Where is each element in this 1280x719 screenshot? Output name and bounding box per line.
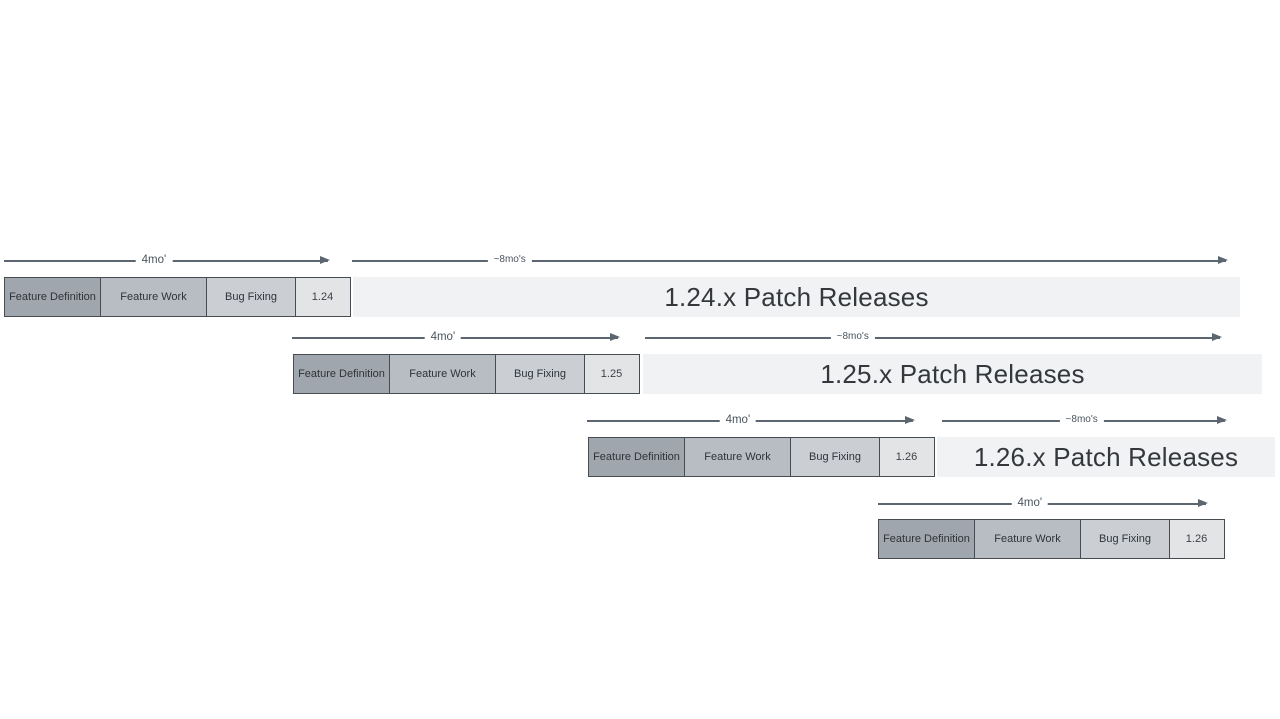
version-box: 1.26	[878, 437, 935, 477]
phase-label: Feature Work	[994, 532, 1061, 545]
phase-box-feature-definition: Feature Definition	[293, 354, 390, 394]
version-box: 1.26	[1168, 519, 1225, 559]
version-box: 1.25	[583, 354, 640, 394]
version-label: 1.25	[600, 367, 623, 380]
arrow-right-icon	[610, 333, 620, 341]
release-row-phases: Feature Definition Feature Work Bug Fixi…	[588, 437, 935, 477]
patch-duration-label: ~8mo's	[830, 331, 875, 342]
arrow-right-icon	[905, 416, 915, 424]
dev-cycle-arrow: 4mo'	[292, 329, 620, 347]
phase-box-feature-work: Feature Work	[683, 437, 792, 477]
version-label: 1.24	[311, 290, 334, 303]
dev-cycle-arrow: 4mo'	[587, 412, 915, 430]
phase-label: Feature Work	[120, 290, 187, 303]
phase-box-feature-definition: Feature Definition	[588, 437, 685, 477]
phase-label: Bug Fixing	[225, 290, 277, 303]
patch-releases-label: 1.25.x Patch Releases	[820, 358, 1085, 389]
phase-label: Bug Fixing	[809, 450, 861, 463]
release-row-phases: Feature Definition Feature Work Bug Fixi…	[4, 277, 351, 317]
patch-duration-label: ~8mo's	[487, 254, 532, 265]
phase-box-feature-work: Feature Work	[973, 519, 1082, 559]
phase-box-bug-fixing: Bug Fixing	[495, 354, 585, 394]
phase-box-bug-fixing: Bug Fixing	[206, 277, 296, 317]
arrow-right-icon	[320, 256, 330, 264]
patch-cycle-arrow: ~8mo's	[645, 329, 1222, 347]
arrow-right-icon	[1217, 416, 1227, 424]
arrow-right-icon	[1212, 333, 1222, 341]
patch-releases-bar: 1.26.x Patch Releases	[937, 437, 1275, 477]
phase-box-feature-definition: Feature Definition	[4, 277, 101, 317]
patch-cycle-arrow: ~8mo's	[942, 412, 1227, 430]
patch-releases-bar: 1.25.x Patch Releases	[643, 354, 1262, 394]
version-box: 1.24	[294, 277, 351, 317]
phase-label: Feature Work	[704, 450, 771, 463]
version-label: 1.26	[895, 450, 918, 463]
arrow-right-icon	[1198, 499, 1208, 507]
version-label: 1.26	[1185, 532, 1208, 545]
release-row-phases: Feature Definition Feature Work Bug Fixi…	[293, 354, 640, 394]
patch-cycle-arrow: ~8mo's	[352, 252, 1228, 270]
dev-duration-label: 4mo'	[719, 414, 757, 426]
phase-label: Feature Definition	[883, 532, 970, 545]
phase-label: Feature Work	[409, 367, 476, 380]
dev-duration-label: 4mo'	[1011, 497, 1049, 509]
arrow-line	[352, 260, 1226, 262]
phase-label: Bug Fixing	[1099, 532, 1151, 545]
phase-label: Bug Fixing	[514, 367, 566, 380]
dev-cycle-arrow: 4mo'	[878, 495, 1208, 513]
dev-duration-label: 4mo'	[135, 254, 173, 266]
dev-cycle-arrow: 4mo'	[4, 252, 330, 270]
patch-duration-label: ~8mo's	[1059, 414, 1104, 425]
arrow-right-icon	[1218, 256, 1228, 264]
phase-label: Feature Definition	[298, 367, 385, 380]
dev-duration-label: 4mo'	[424, 331, 462, 343]
phase-box-bug-fixing: Bug Fixing	[1080, 519, 1170, 559]
arrow-line	[645, 337, 1220, 339]
phase-box-feature-definition: Feature Definition	[878, 519, 975, 559]
phase-box-bug-fixing: Bug Fixing	[790, 437, 880, 477]
phase-label: Feature Definition	[593, 450, 680, 463]
phase-label: Feature Definition	[9, 290, 96, 303]
patch-releases-label: 1.24.x Patch Releases	[664, 281, 929, 312]
patch-releases-label: 1.26.x Patch Releases	[973, 441, 1239, 472]
release-row-phases: Feature Definition Feature Work Bug Fixi…	[878, 519, 1225, 559]
phase-box-feature-work: Feature Work	[388, 354, 497, 394]
patch-releases-bar: 1.24.x Patch Releases	[353, 277, 1240, 317]
phase-box-feature-work: Feature Work	[99, 277, 208, 317]
